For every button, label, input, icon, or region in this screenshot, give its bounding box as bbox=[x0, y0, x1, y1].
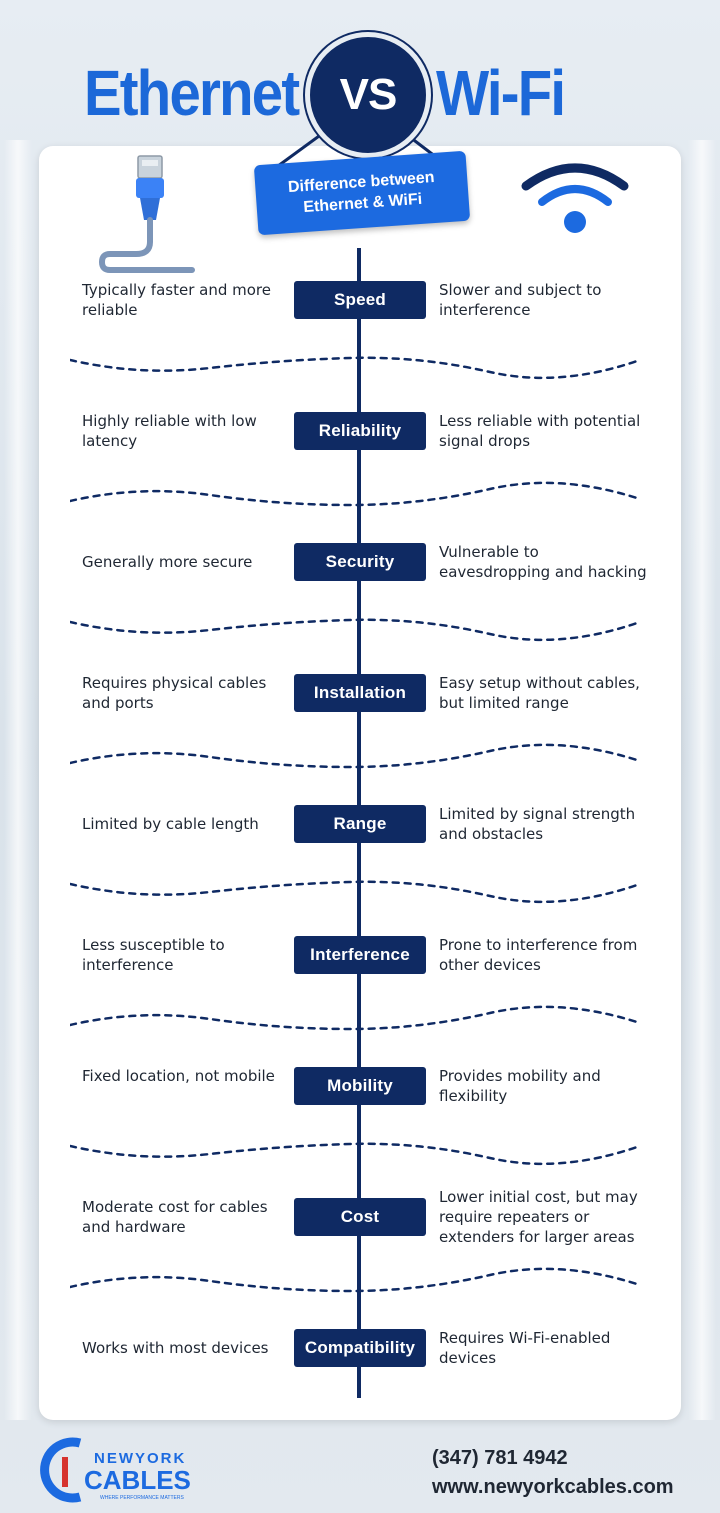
category-label-mobility: Mobility bbox=[294, 1067, 426, 1105]
contact-website[interactable]: www.newyorkcables.com bbox=[432, 1476, 674, 1498]
row-divider bbox=[70, 481, 640, 507]
category-label-security: Security bbox=[294, 543, 426, 581]
title-wifi: Wi-Fi bbox=[436, 57, 566, 129]
logo-tagline: WHERE PERFORMANCE MATTERS bbox=[100, 1495, 184, 1501]
ethernet-text-security: Generally more secure bbox=[82, 553, 253, 571]
wifi-text-speed: Slower and subject to interference bbox=[439, 281, 602, 319]
category-label-cost: Cost bbox=[294, 1198, 426, 1236]
ethernet-text-speed: Typically faster and more reliable bbox=[82, 281, 271, 319]
row-divider bbox=[70, 1267, 640, 1293]
vs-circle: VS bbox=[305, 32, 431, 158]
wifi-text-cost: Lower initial cost, but may require repe… bbox=[439, 1188, 638, 1246]
ethernet-text-installation: Requires physical cables and ports bbox=[82, 674, 267, 712]
ethernet-text-cost: Moderate cost for cables and hardware bbox=[82, 1198, 268, 1236]
ethernet-text-compatibility: Works with most devices bbox=[82, 1339, 269, 1357]
contact-phone: (347) 781 4942 bbox=[432, 1447, 568, 1469]
category-label-compatibility: Compatibility bbox=[294, 1329, 426, 1367]
title-ethernet: Ethernet bbox=[84, 57, 300, 129]
row-divider bbox=[70, 618, 640, 642]
category-label-reliability: Reliability bbox=[294, 412, 426, 450]
logo-main-text: CABLES bbox=[84, 1465, 191, 1495]
ethernet-text-interference: Less susceptible to interference bbox=[82, 936, 225, 974]
row-divider bbox=[70, 1005, 640, 1031]
ethernet-text-range: Limited by cable length bbox=[82, 815, 259, 833]
wifi-text-installation: Easy setup without cables, but limited r… bbox=[439, 674, 640, 712]
ethernet-text-reliability: Highly reliable with low latency bbox=[82, 412, 257, 450]
wifi-text-mobility: Provides mobility and flexibility bbox=[439, 1067, 601, 1105]
category-label-installation: Installation bbox=[294, 674, 426, 712]
wifi-icon bbox=[521, 163, 629, 233]
category-label-interference: Interference bbox=[294, 936, 426, 974]
page-title: Ethernet VS Wi-Fi bbox=[0, 32, 720, 158]
newyork-cables-logo: NEWYORK CABLES WHERE PERFORMANCE MATTERS bbox=[40, 1437, 191, 1503]
category-label-range: Range bbox=[294, 805, 426, 843]
ethernet-cable-icon bbox=[98, 155, 195, 273]
category-label-speed: Speed bbox=[294, 281, 426, 319]
background-light-strip-left bbox=[4, 140, 32, 1420]
row-divider bbox=[70, 743, 640, 769]
row-divider bbox=[70, 1142, 640, 1166]
logo-top-text: NEWYORK bbox=[94, 1450, 186, 1467]
wifi-text-security: Vulnerable to eavesdropping and hacking bbox=[439, 543, 647, 581]
wifi-text-range: Limited by signal strength and obstacles bbox=[439, 805, 636, 843]
ethernet-text-mobility: Fixed location, not mobile bbox=[82, 1067, 275, 1085]
wifi-text-compatibility: Requires Wi-Fi-enabled devices bbox=[439, 1329, 611, 1367]
row-divider bbox=[70, 880, 640, 904]
subtitle-badge: Difference between Ethernet & WiFi bbox=[253, 150, 471, 236]
wifi-text-interference: Prone to interference from other devices bbox=[439, 936, 638, 974]
background-light-strip-right bbox=[688, 140, 716, 1420]
row-divider bbox=[70, 356, 640, 380]
wifi-text-reliability: Less reliable with potential signal drop… bbox=[439, 412, 641, 450]
